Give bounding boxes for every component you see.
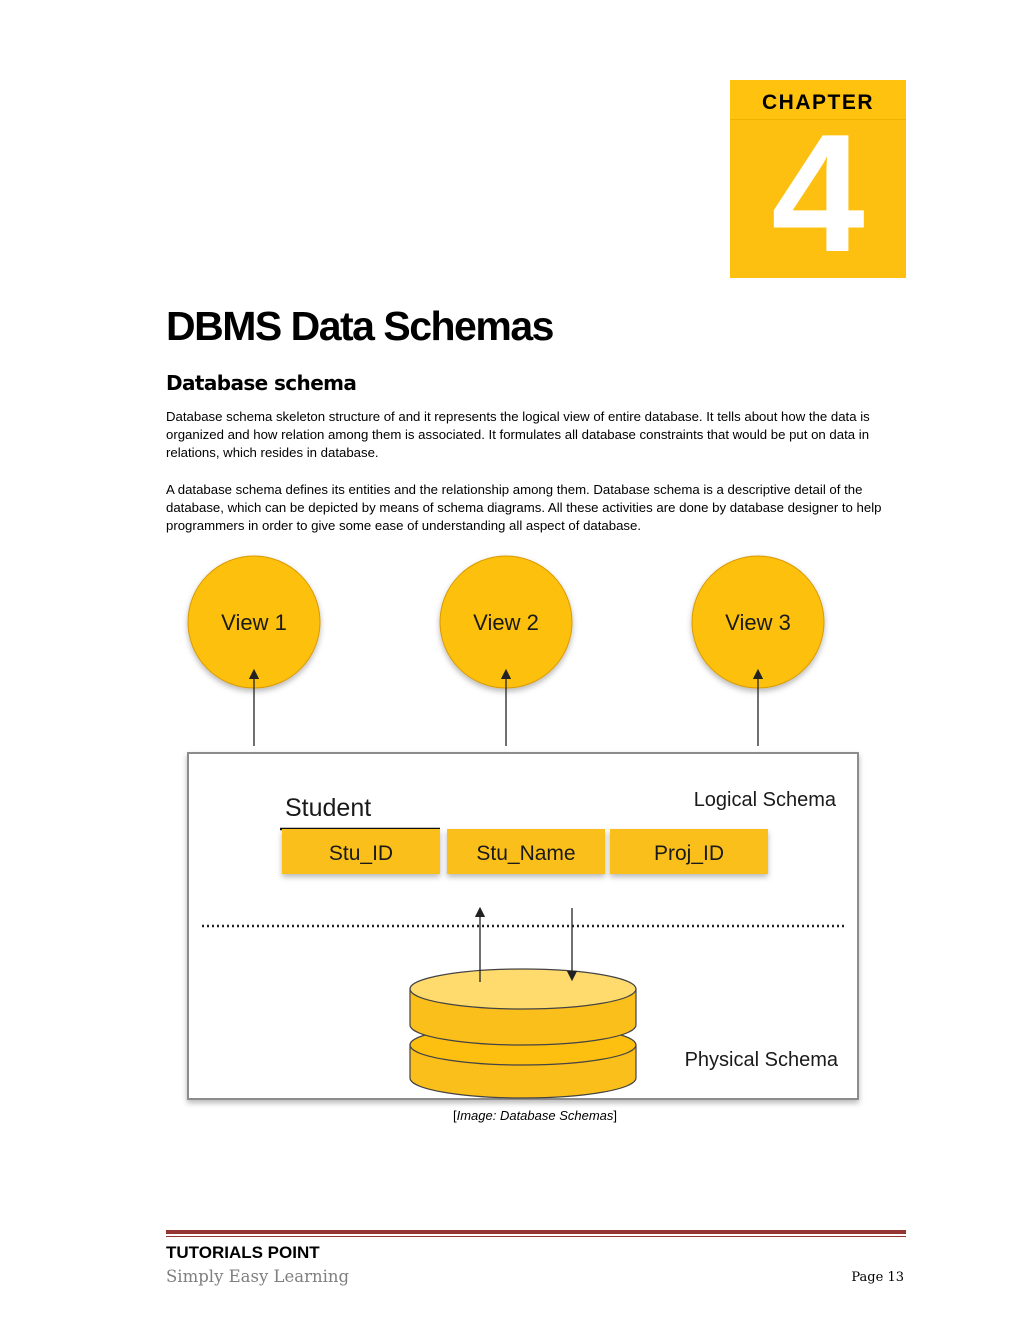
- paragraph-2: A database schema defines its entities a…: [166, 482, 882, 533]
- view-3-label: View 3: [725, 610, 791, 635]
- figure-caption: [Image: Database Schemas]: [0, 1107, 1024, 1125]
- chapter-number: 4: [771, 99, 865, 287]
- footer-rule-thin: [166, 1236, 906, 1237]
- field-proj-id: Proj_ID: [610, 829, 768, 874]
- physical-schema-label: Physical Schema: [685, 1049, 839, 1071]
- chapter-badge: CHAPTER 4: [730, 80, 906, 278]
- field-stu-name-box: [447, 829, 605, 874]
- field-proj-id-box: [610, 829, 768, 874]
- database-cylinder-icon: [409, 968, 637, 1099]
- caption-open: [: [452, 1108, 457, 1123]
- view-node-3: View 3: [691, 555, 825, 689]
- footer-tagline: Simply Easy Learning: [166, 1267, 350, 1286]
- view-node-1: View 1: [187, 555, 321, 689]
- view-2-label: View 2: [473, 610, 539, 635]
- field-stu-name: Stu_Name: [447, 829, 605, 874]
- logical-schema-label: Logical Schema: [694, 789, 837, 811]
- field-stu-id: Stu_ID: [282, 829, 440, 874]
- table-name: Student: [285, 794, 371, 822]
- chapter-label: CHAPTER: [730, 80, 906, 120]
- field-stu-id-box: [282, 829, 440, 874]
- section-heading: Database schema: [166, 371, 357, 395]
- field-stu-id-label: Stu_ID: [329, 842, 393, 865]
- field-stu-name-label: Stu_Name: [476, 842, 575, 865]
- footer-rule-thick: [166, 1230, 906, 1234]
- field-proj-id-label: Proj_ID: [654, 842, 724, 865]
- caption-text: Image: Database Schemas: [456, 1108, 614, 1123]
- database-schema-diagram: View 1 View 2 View 3 Student Logical Sch…: [187, 555, 859, 1100]
- view-1-label: View 1: [221, 610, 287, 635]
- chapter-title: DBMS Data Schemas: [166, 303, 554, 349]
- footer-brand: TUTORIALS POINT: [166, 1243, 320, 1262]
- caption-close: ]: [613, 1108, 618, 1123]
- view-node-2: View 2: [439, 555, 573, 689]
- paragraph-1: Database schema skeleton structure of an…: [166, 409, 870, 460]
- page-number: Page 13: [851, 1270, 904, 1285]
